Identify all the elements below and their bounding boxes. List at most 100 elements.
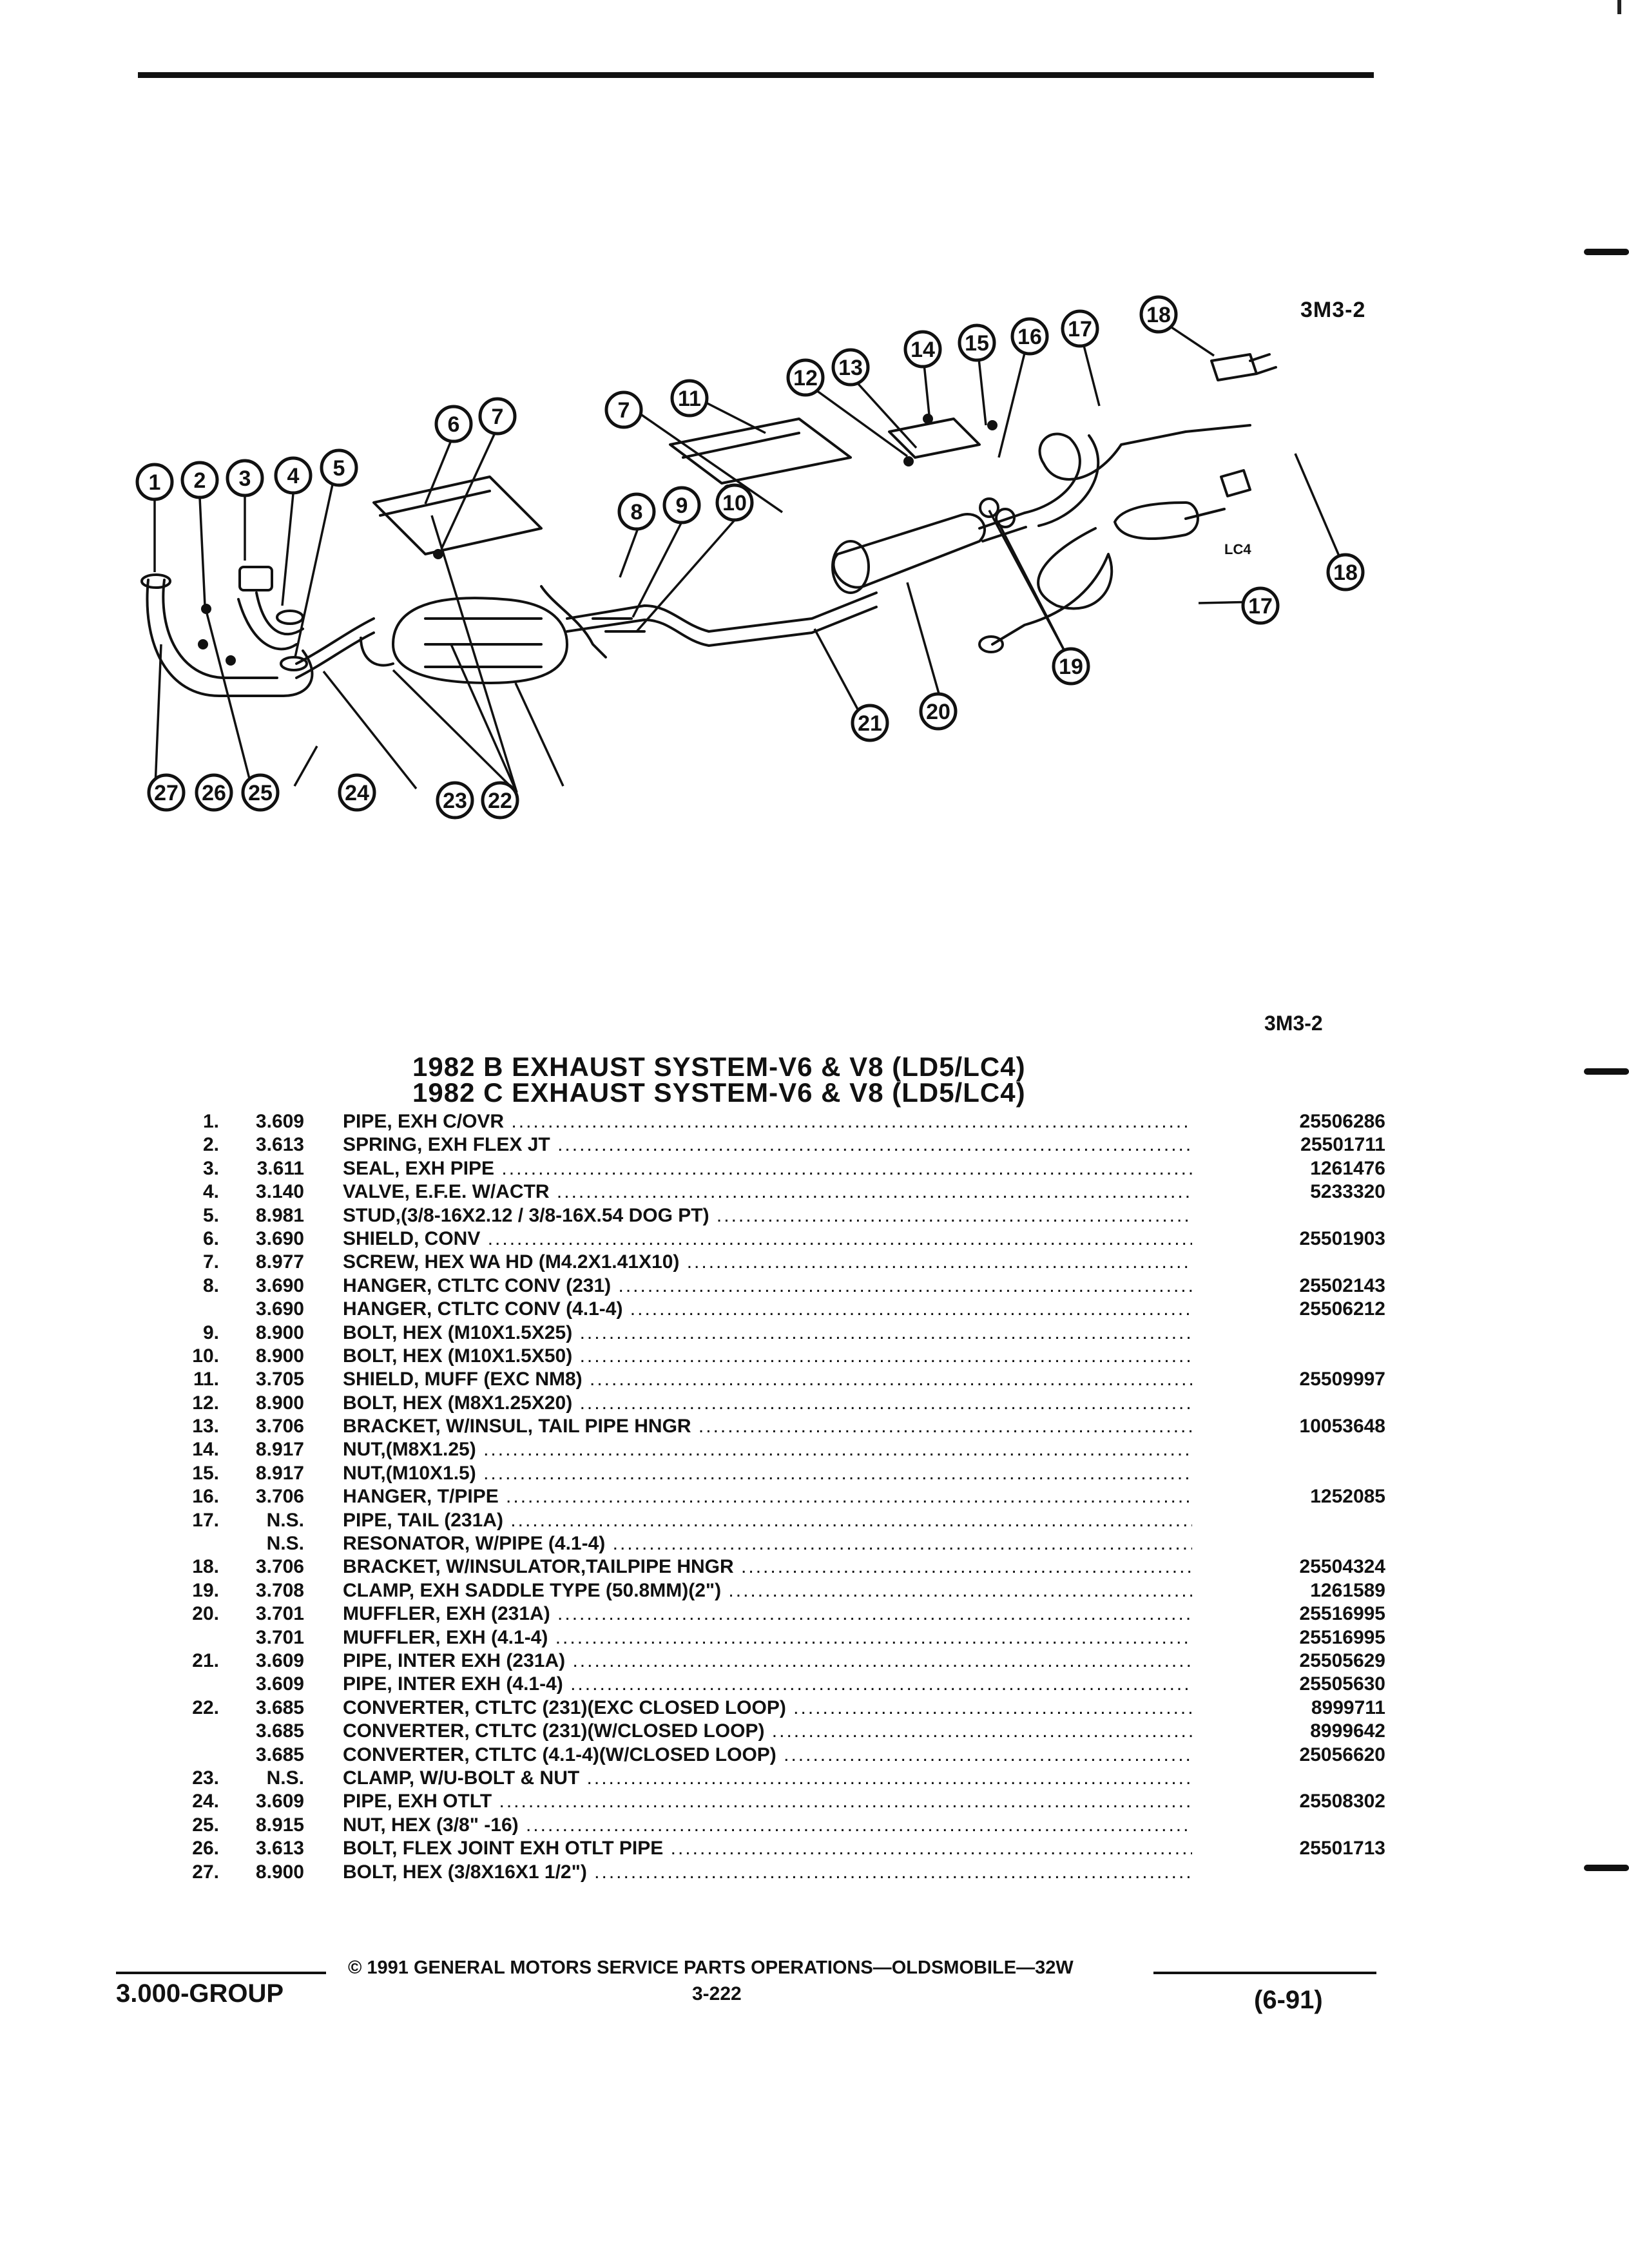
- part-name: PIPE: [343, 1673, 387, 1695]
- part-spec: , T/PIPE: [427, 1486, 499, 1508]
- part-ref-number: 1.: [202, 1111, 219, 1132]
- part-spec: , EXH (4.1-4): [435, 1626, 548, 1648]
- part-group-number: 8.900: [255, 1392, 304, 1414]
- list-code: 3M3-2: [1264, 1012, 1323, 1035]
- callout-7-right: 7: [604, 390, 643, 429]
- part-description: CLAMP, EXH SADDLE TYPE (50.8MM)(2"): [343, 1579, 1192, 1602]
- section-titles: 1982 B EXHAUST SYSTEM-V6 & V8 (LD5/LC4) …: [412, 1052, 1121, 1106]
- part-group-number: 3.706: [255, 1556, 304, 1578]
- part-group-number: 3.706: [255, 1486, 304, 1508]
- part-spec: , CTLTC CONV (4.1-4): [427, 1298, 623, 1320]
- part-number: 8999642: [1218, 1720, 1385, 1744]
- svg-text:16: 16: [1017, 325, 1042, 349]
- callout-19: 19: [1052, 647, 1090, 686]
- svg-text:9: 9: [676, 494, 688, 518]
- part-number: 25506212: [1218, 1298, 1385, 1321]
- part-name: RESONATOR: [343, 1533, 465, 1555]
- part-name: HANGER: [343, 1274, 427, 1296]
- part-description: HANGER, T/PIPE: [343, 1485, 1192, 1508]
- part-description: STUD,(3/8-16X2.12 / 3/8-16X.54 DOG PT): [343, 1204, 1192, 1227]
- part-description: BRACKET, W/INSUL, TAIL PIPE HNGR: [343, 1415, 1192, 1438]
- part-ref-number: 21.: [192, 1649, 219, 1671]
- part-ref-number: 23.: [192, 1767, 219, 1789]
- callout-9: 9: [662, 486, 701, 524]
- part-spec: , EXH PIPE: [394, 1157, 495, 1179]
- svg-text:22: 22: [488, 789, 512, 813]
- part-name: HANGER: [343, 1486, 427, 1508]
- svg-text:12: 12: [793, 366, 818, 390]
- part-row: N.S.RESONATOR, W/PIPE (4.1-4): [174, 1532, 1385, 1555]
- part-group-number: 8.900: [255, 1861, 304, 1883]
- part-description: BOLT, FLEX JOINT EXH OTLT PIPE: [343, 1837, 1192, 1860]
- callout-18-top: 18: [1139, 295, 1178, 334]
- svg-text:2: 2: [194, 468, 206, 493]
- callout-21: 21: [851, 704, 889, 742]
- part-group-number: 8.900: [255, 1321, 304, 1343]
- part-spec: , FLEX JOINT EXH OTLT PIPE: [392, 1838, 664, 1860]
- title-b: 1982 B EXHAUST SYSTEM-V6 & V8 (LD5/LC4): [412, 1052, 1026, 1082]
- part-name: BOLT: [343, 1838, 392, 1860]
- part-description: BOLT, HEX (M8X1.25X20): [343, 1392, 1192, 1415]
- part-description: PIPE, INTER EXH (4.1-4): [343, 1673, 1192, 1696]
- callout-3: 3: [226, 459, 264, 497]
- part-name: STUD: [343, 1204, 396, 1226]
- part-group-number: 3.705: [255, 1369, 304, 1390]
- callout-5: 5: [320, 448, 358, 487]
- part-name: HANGER: [343, 1298, 427, 1320]
- callout-24: 24: [338, 773, 376, 812]
- part-description: NUT,(M8X1.25): [343, 1438, 1192, 1461]
- binding-mark-3: [1584, 1865, 1629, 1871]
- part-ref-number: 17.: [192, 1509, 219, 1531]
- part-description: CLAMP, W/U-BOLT & NUT: [343, 1767, 1192, 1790]
- callout-17-lc4: 17: [1241, 586, 1280, 625]
- part-description: PIPE, EXH C/OVR: [343, 1110, 1192, 1133]
- part-description: BRACKET, W/INSULATOR,TAILPIPE HNGR: [343, 1555, 1192, 1579]
- part-spec: , CTLTC (231)(W/CLOSED LOOP): [464, 1720, 765, 1742]
- part-number: 25501713: [1218, 1837, 1385, 1861]
- svg-text:13: 13: [838, 356, 863, 380]
- part-group-number: 3.690: [255, 1274, 304, 1296]
- svg-text:18: 18: [1146, 303, 1171, 327]
- part-name: BOLT: [343, 1392, 392, 1414]
- part-group-number: N.S.: [266, 1767, 304, 1789]
- diagram-code: 3M3-2: [1300, 298, 1366, 322]
- part-group-number: 8.917: [255, 1462, 304, 1484]
- part-group-number: N.S.: [266, 1533, 304, 1555]
- callout-25: 25: [241, 773, 280, 812]
- part-ref-number: 13.: [192, 1416, 219, 1437]
- part-ref-number: 9.: [202, 1321, 219, 1343]
- svg-text:7: 7: [492, 405, 504, 429]
- top-rule: [138, 72, 1374, 78]
- part-number: 25502143: [1218, 1274, 1385, 1298]
- part-ref-number: 11.: [193, 1369, 219, 1390]
- part-description: BOLT, HEX (M10X1.5X25): [343, 1321, 1192, 1345]
- callout-26: 26: [195, 773, 233, 812]
- revision-date: (6-91): [1254, 1986, 1323, 2014]
- part-name: NUT: [343, 1462, 381, 1484]
- svg-text:17: 17: [1068, 317, 1092, 341]
- part-number: 1261476: [1218, 1157, 1385, 1180]
- part-group-number: 3.706: [255, 1416, 304, 1437]
- part-ref-number: 19.: [192, 1579, 219, 1601]
- part-number: 25509997: [1218, 1368, 1385, 1392]
- callout-18-lc4: 18: [1326, 553, 1365, 591]
- svg-text:23: 23: [443, 789, 467, 813]
- part-group-number: 3.701: [255, 1626, 304, 1648]
- part-group-number: 3.609: [255, 1649, 304, 1671]
- part-spec: , HEX (M10X1.5X50): [392, 1345, 573, 1367]
- svg-text:26: 26: [202, 781, 226, 805]
- part-spec: , EXH OTLT: [387, 1791, 492, 1812]
- part-group-number: 3.685: [255, 1744, 304, 1765]
- part-name: BRACKET: [343, 1416, 436, 1437]
